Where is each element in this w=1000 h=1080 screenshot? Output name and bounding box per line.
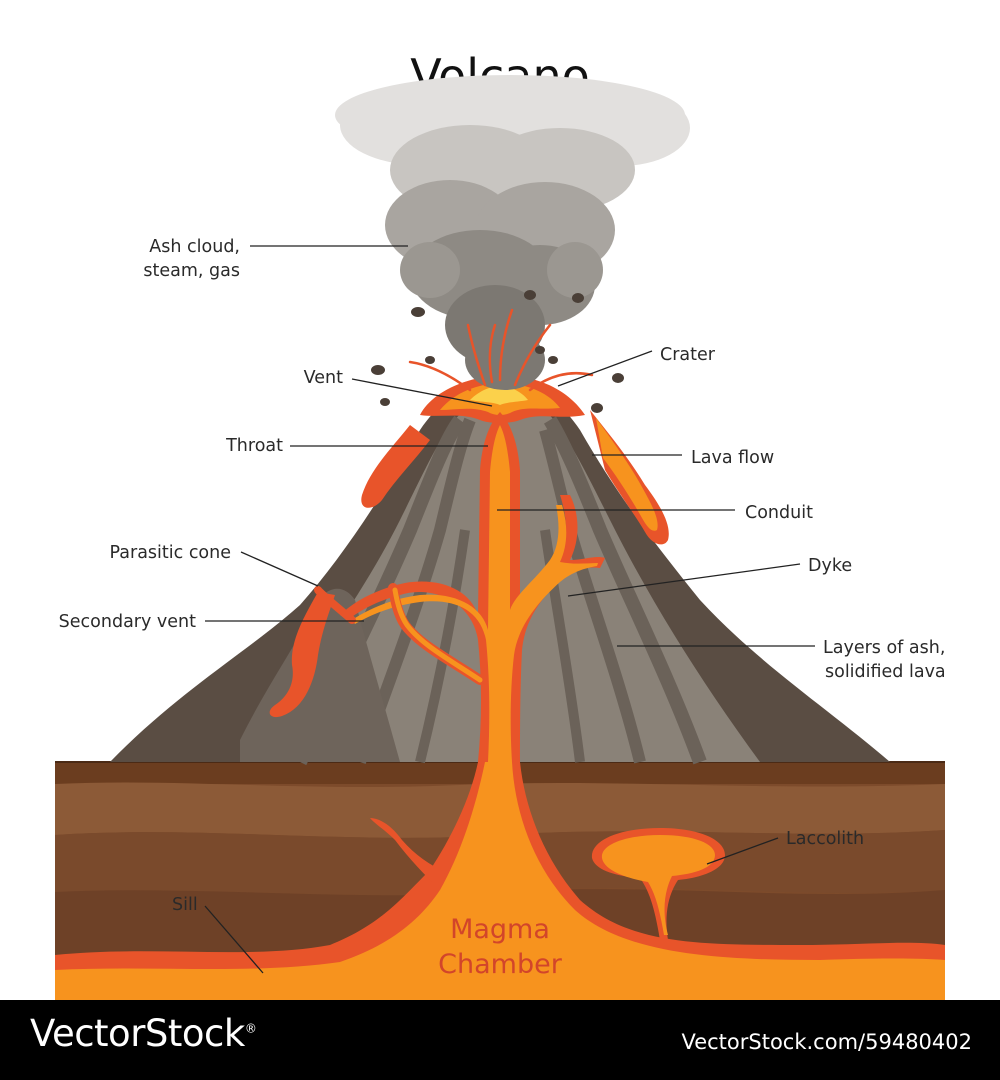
labels: Ash cloud, steam, gas Crater Vent Throat…	[59, 237, 946, 980]
label-dyke: Dyke	[808, 556, 852, 576]
label-lava-flow: Lava flow	[691, 448, 774, 468]
ejected-rocks	[371, 290, 624, 413]
brand-name: VectorStock	[30, 1012, 245, 1055]
ash-cloud	[335, 75, 690, 390]
label-throat: Throat	[225, 436, 283, 456]
eruption-sparks	[408, 308, 594, 392]
label-ash-cloud-line1: Ash cloud,	[149, 237, 240, 257]
leader-lines	[204, 245, 815, 974]
label-crater: Crater	[660, 345, 716, 365]
label-layers-line1: Layers of ash,	[823, 638, 945, 658]
magma-chamber	[55, 762, 945, 1002]
image-id: VectorStock.com/59480402	[681, 1030, 972, 1054]
label-laccolith: Laccolith	[786, 829, 864, 849]
conduit	[314, 412, 605, 762]
label-ash-cloud-line2: steam, gas	[143, 261, 240, 281]
label-conduit: Conduit	[745, 503, 813, 523]
label-secondary-vent: Secondary vent	[59, 612, 196, 632]
label-layers-line2: solidified lava	[825, 662, 946, 682]
registered-mark: ®	[244, 1021, 257, 1036]
label-parasitic-cone: Parasitic cone	[110, 543, 231, 563]
vectorstock-logo: VectorStock®	[30, 1012, 257, 1055]
label-chamber: Chamber	[438, 949, 563, 980]
label-sill: Sill	[172, 895, 198, 915]
label-vent: Vent	[304, 368, 343, 388]
label-magma: Magma	[450, 914, 550, 945]
watermark-footer: VectorStock® VectorStock.com/59480402	[0, 1000, 1000, 1080]
